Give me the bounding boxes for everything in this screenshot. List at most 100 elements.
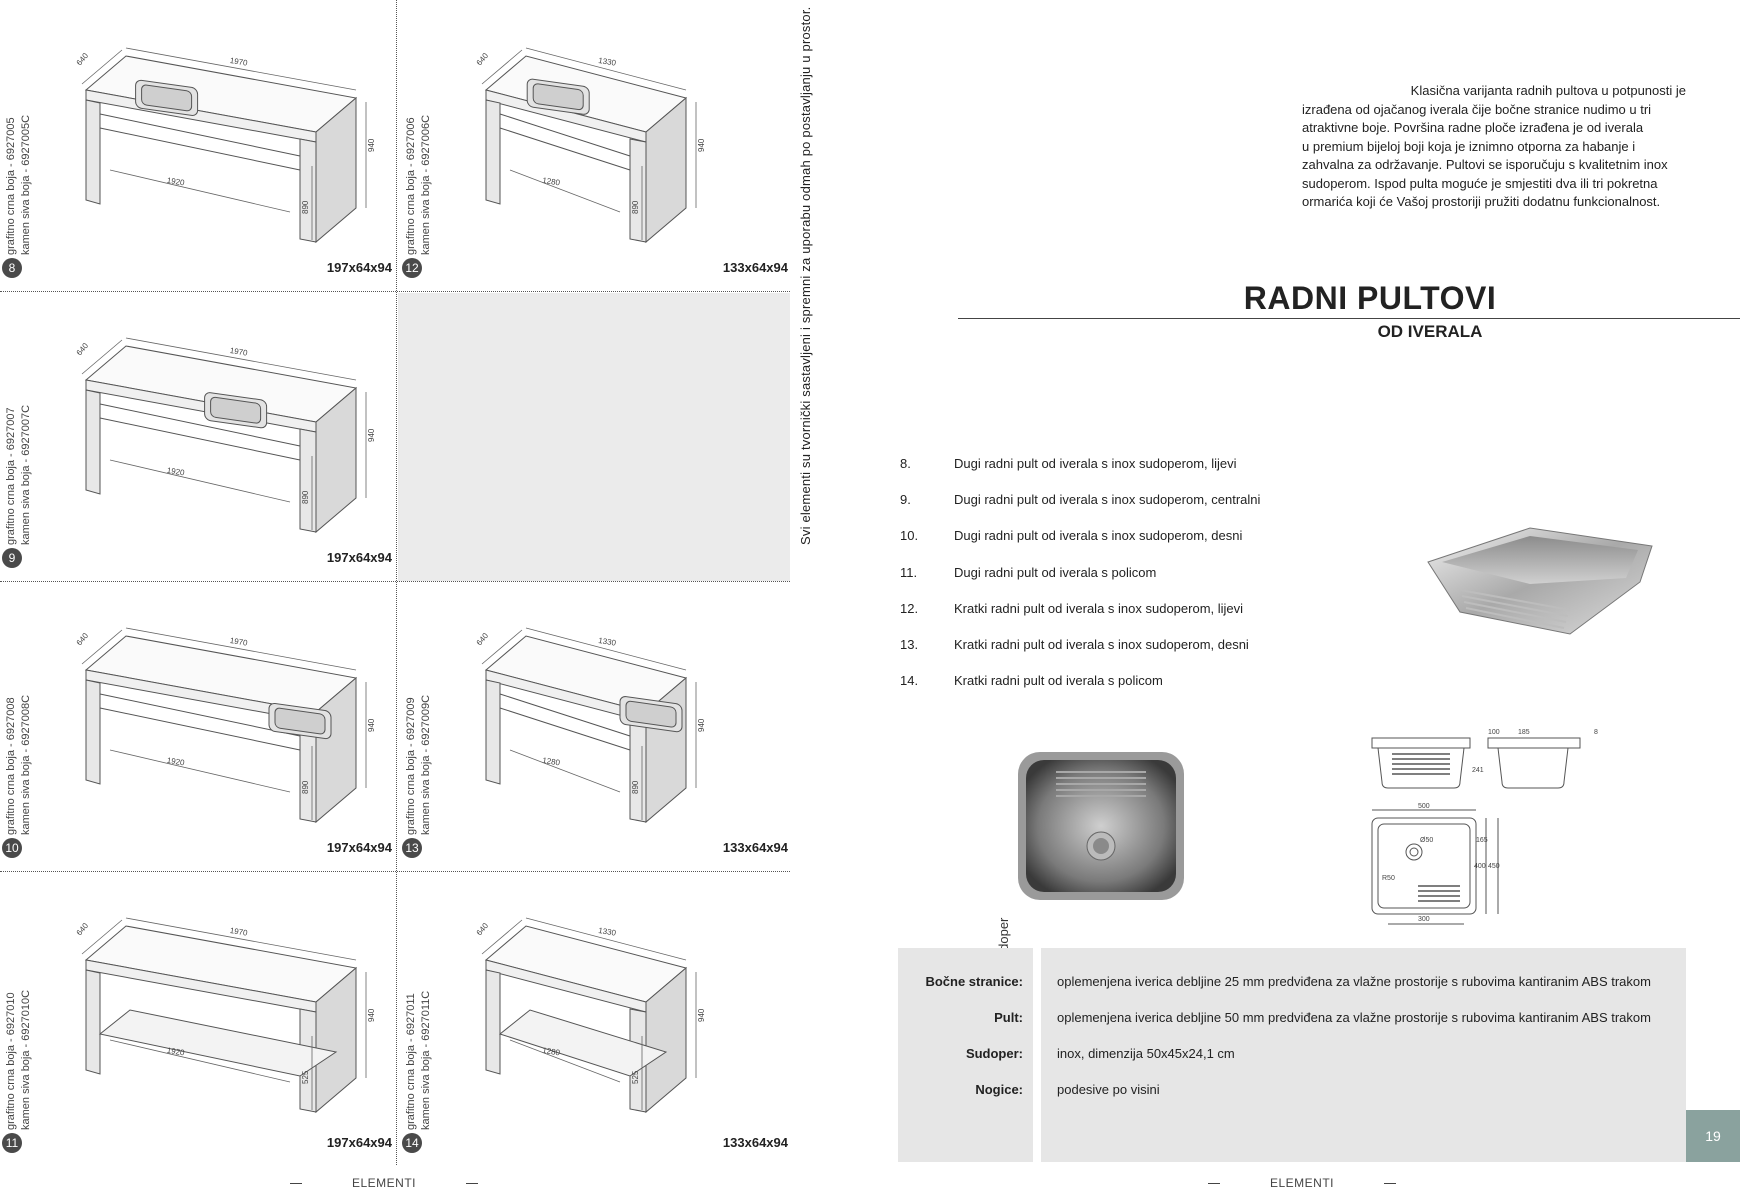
dim-leg-height: 890: [301, 780, 310, 794]
dim-inner-width: 1280: [542, 176, 562, 188]
dim-inner-width: 1920: [166, 1046, 186, 1058]
grid-divider-row-3: [0, 871, 790, 872]
intro-paragraph: Klasična varijanta radnih pultova u potp…: [1302, 83, 1686, 209]
dim-height: 940: [697, 138, 706, 152]
page-number: 19: [1686, 1110, 1740, 1162]
side-panel-left: [85, 389, 101, 495]
page-title: RADNI PULTOVI: [1243, 280, 1497, 316]
dim-inner-width: 1920: [166, 466, 186, 478]
dim-depth: 640: [75, 921, 91, 937]
spec-value: oplemenjena iverica debljine 25 mm predv…: [1057, 974, 1651, 989]
product-size: 133x64x94: [722, 260, 788, 275]
sink-basin-inner: [210, 396, 262, 424]
product-number-badge: 8: [2, 258, 22, 278]
dim-width: 1970: [229, 636, 249, 648]
dim-depth: 640: [475, 51, 491, 67]
footer-left: ELEMENTI: [240, 1176, 528, 1190]
tech-dim-label: 165: [1476, 837, 1488, 844]
code-stone-grey: kamen siva boja - 6927008C: [20, 694, 32, 835]
tech-dim-label: 500: [1418, 803, 1430, 810]
spec-key: Pult:: [994, 1010, 1023, 1025]
sink-basin-inner: [625, 700, 677, 728]
shelf: [98, 1009, 338, 1077]
grid-divider-row-2: [0, 581, 790, 582]
side-panel-right: [629, 138, 647, 243]
code-stone-grey: kamen siva boja - 6927005C: [20, 114, 32, 255]
dim-leg-height: 890: [301, 200, 310, 214]
footer-right: ELEMENTI: [1158, 1176, 1446, 1190]
dim-width: 1330: [598, 926, 618, 938]
sink-basin-inner: [274, 707, 326, 735]
side-panel-depth: [315, 96, 357, 244]
product-number-badge: 10: [2, 838, 22, 858]
side-panel-depth: [315, 966, 357, 1114]
counter-drawing: 1970 640 940 1920 525: [75, 917, 376, 1114]
code-stone-grey: kamen siva boja - 6927009C: [420, 694, 432, 835]
side-panel-left: [485, 99, 501, 205]
dim-depth: 640: [75, 631, 91, 647]
sink-basin-inner: [532, 83, 584, 111]
dim-height: 940: [367, 138, 376, 152]
tech-dim-label: R50: [1382, 875, 1395, 882]
dim-width: 1970: [229, 926, 249, 938]
tech-dim-label: 241: [1472, 767, 1484, 774]
dim-width: 1970: [229, 346, 249, 358]
code-graphite: grafitno crna boja - 6927006: [405, 117, 417, 255]
dim-height: 940: [697, 718, 706, 732]
spec-key: Sudoper:: [965, 1046, 1023, 1061]
dim-inner-width: 1920: [166, 176, 186, 188]
product-number-badge: 11: [2, 1133, 22, 1153]
basin-photo: [1427, 527, 1653, 635]
grid-divider-vertical: [396, 0, 397, 1165]
spec-value: podesive po visini: [1057, 1082, 1160, 1097]
code-stone-grey: kamen siva boja - 6927007C: [20, 404, 32, 545]
assembly-note: Svi elementi su tvornički sastavljeni i …: [798, 6, 813, 545]
shelf: [498, 1009, 668, 1077]
sink-technical-drawing: 100 185 8 241 500 Ø50 165 400 450 R50 30…: [1371, 729, 1598, 925]
dim-leg-height: 525: [301, 1070, 310, 1084]
dim-depth: 640: [75, 51, 91, 67]
code-stone-grey: kamen siva boja - 6927006C: [420, 114, 432, 255]
side-panel-right: [299, 428, 317, 533]
page-subtitle: OD IVERALA: [1377, 322, 1483, 341]
side-panel-depth: [645, 966, 687, 1114]
tech-dim-label: 185: [1518, 729, 1530, 736]
dim-depth: 640: [75, 341, 91, 357]
tech-dim-label: 300: [1418, 916, 1430, 923]
code-graphite: grafitno crna boja - 6927008: [5, 697, 17, 835]
tech-dim-label: Ø50: [1420, 837, 1433, 844]
side-panel-left: [85, 969, 101, 1075]
dim-height: 940: [367, 1008, 376, 1022]
dim-depth: 640: [475, 921, 491, 937]
dim-leg-height: 890: [631, 200, 640, 214]
spec-value: inox, dimenzija 50x45x24,1 cm: [1057, 1046, 1235, 1061]
tech-dim-label: 8: [1594, 729, 1598, 736]
dim-depth: 640: [475, 631, 491, 647]
code-graphite: grafitno crna boja - 6927009: [405, 697, 417, 835]
code-stone-grey: kamen siva boja - 6927011C: [420, 990, 432, 1130]
tech-dim-label: 400: [1474, 863, 1486, 870]
code-graphite: grafitno crna boja - 6927010: [5, 992, 17, 1130]
empty-grey-cell: [398, 293, 790, 581]
side-panel-left: [485, 969, 501, 1075]
side-panel-left: [485, 679, 501, 785]
side-panel-depth: [645, 96, 687, 244]
code-graphite: grafitno crna boja - 6927007: [5, 407, 17, 545]
side-panel-left: [85, 99, 101, 205]
tech-dim-label: 450: [1488, 863, 1500, 870]
spec-value: oplemenjena iverica debljine 50 mm predv…: [1057, 1010, 1651, 1025]
product-number-badge: 9: [2, 548, 22, 568]
product-number-badge: 14: [402, 1133, 422, 1153]
